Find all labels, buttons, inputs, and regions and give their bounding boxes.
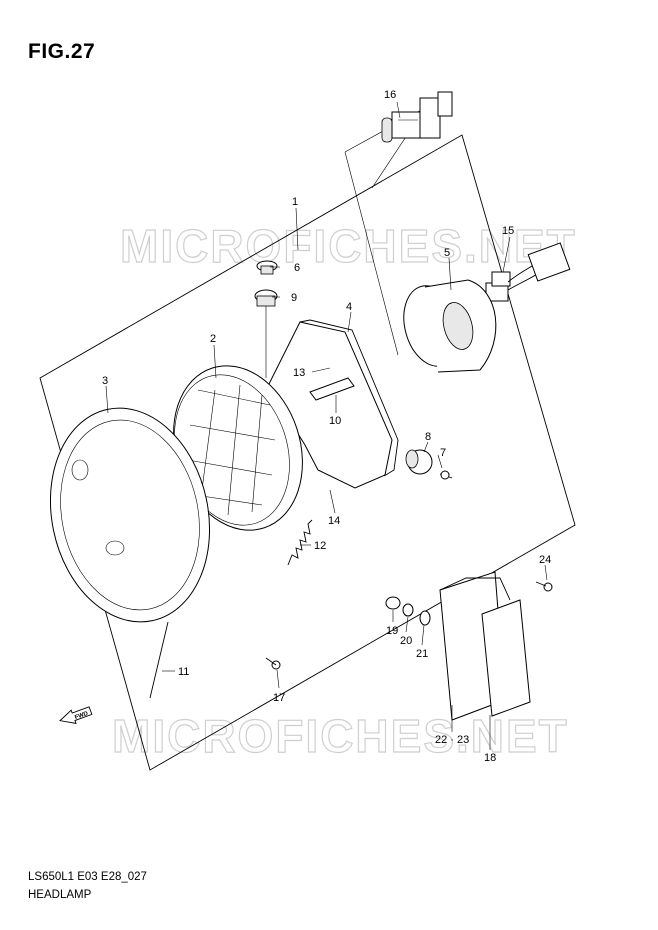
- fwd-arrow-label: FWD: [74, 711, 90, 722]
- callout-1: 1: [292, 196, 298, 208]
- callout-14: 14: [328, 515, 340, 527]
- callout-6: 6: [294, 262, 300, 274]
- callout-4: 4: [346, 301, 352, 313]
- watermark-bottom: MICROFICHES.NET: [112, 710, 569, 762]
- callout-12: 12: [314, 540, 326, 552]
- callout-15: 15: [502, 225, 514, 237]
- damper-screw-part: [405, 449, 453, 480]
- callout-22-23: 22 · 23: [435, 734, 469, 746]
- turn-signal-lamp-part: [439, 571, 531, 721]
- connector-part: [485, 242, 571, 302]
- section-name: HEADLAMP: [28, 889, 92, 901]
- assembly-boundary: [39, 134, 576, 771]
- callout-7: 7: [440, 447, 446, 459]
- bulb-part: [381, 91, 453, 143]
- callout-9: 9: [291, 292, 297, 304]
- callout-19: 19: [386, 625, 398, 637]
- leader-lines: [105, 101, 548, 750]
- screw-grommet-part: [254, 260, 278, 378]
- dust-cover-part: [403, 279, 497, 373]
- callout-11: 11: [178, 666, 189, 678]
- figure-title: FIG.27: [28, 40, 96, 63]
- callout-5: 5: [444, 247, 450, 259]
- callout-2: 2: [210, 333, 216, 345]
- callout-20: 20: [400, 635, 412, 647]
- fwd-arrow-icon: FWD: [59, 706, 93, 724]
- callout-labels: 16 1 15 5 6 9 4 2 3 13 10 8 7 14 12 24 1…: [102, 89, 551, 764]
- callout-3: 3: [102, 375, 108, 387]
- long-screw-part: [149, 621, 169, 699]
- headlamp-rim-part: [49, 407, 211, 623]
- callout-16: 16: [384, 89, 396, 101]
- callout-21: 21: [416, 648, 428, 660]
- small-screw-part: [265, 657, 281, 670]
- callout-24: 24: [539, 554, 551, 566]
- model-code: LS650L1 E03 E28_027: [28, 871, 147, 883]
- callout-10: 10: [329, 415, 341, 427]
- callout-17: 17: [273, 692, 285, 704]
- callout-18: 18: [484, 752, 496, 764]
- callout-13: 13: [293, 367, 305, 379]
- nut-washer-parts: [385, 581, 553, 626]
- callout-8: 8: [425, 431, 431, 443]
- spring-part: [287, 519, 313, 566]
